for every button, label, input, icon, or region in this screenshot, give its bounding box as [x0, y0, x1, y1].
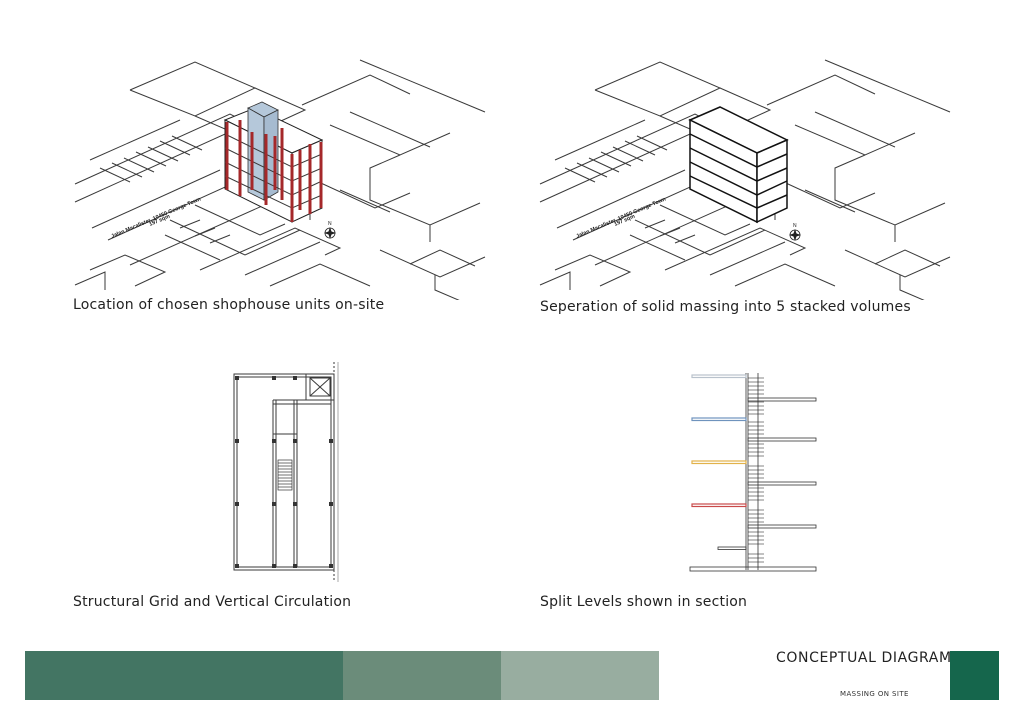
- north-arrow-icon: N: [789, 223, 801, 241]
- footer-bar-light: [501, 651, 659, 700]
- grid-columns: [235, 376, 333, 568]
- structural-columns: [225, 120, 323, 222]
- svg-text:N: N: [793, 223, 797, 229]
- massing-axonometric-drawing: N Jalan Macalister, 10450 George Town 19…: [539, 59, 951, 300]
- footer-bar-dark: [25, 651, 343, 700]
- section-panel: [688, 370, 823, 580]
- site-axonometric-drawing: N Jalan Macalister, 10450 George Town 19…: [74, 59, 486, 300]
- svg-text:N: N: [328, 221, 332, 227]
- split-level-grey: [691, 374, 747, 379]
- massing-axonometric-panel: N Jalan Macalister, 10450 George Town 19…: [535, 50, 955, 300]
- sheet-subtitle: MASSING ON SITE: [840, 690, 909, 698]
- stacked-volumes: [688, 106, 789, 224]
- stair-icon: [277, 459, 293, 491]
- structural-grid-plan: [233, 362, 339, 582]
- split-level-lower: [717, 546, 747, 550]
- split-level-red: [691, 503, 747, 508]
- section-caption: Split Levels shown in section: [540, 594, 748, 610]
- split-level-blue: [691, 417, 747, 422]
- plan-caption: Structural Grid and Vertical Circulation: [73, 594, 352, 610]
- sheet-title: CONCEPTUAL DIAGRAMS: [776, 650, 962, 666]
- footer-bar-mid: [343, 651, 501, 700]
- site-caption: Location of chosen shophouse units on-si…: [73, 297, 385, 313]
- site-axonometric-panel: N Jalan Macalister, 10450 George Town 19…: [70, 50, 490, 300]
- split-level-yellow: [691, 460, 747, 465]
- split-level-section: [689, 373, 817, 572]
- floor-plan-panel: [228, 352, 353, 592]
- massing-caption: Seperation of solid massing into 5 stack…: [540, 299, 911, 315]
- brand-badge: [950, 651, 999, 700]
- north-arrow-icon: N: [324, 221, 336, 239]
